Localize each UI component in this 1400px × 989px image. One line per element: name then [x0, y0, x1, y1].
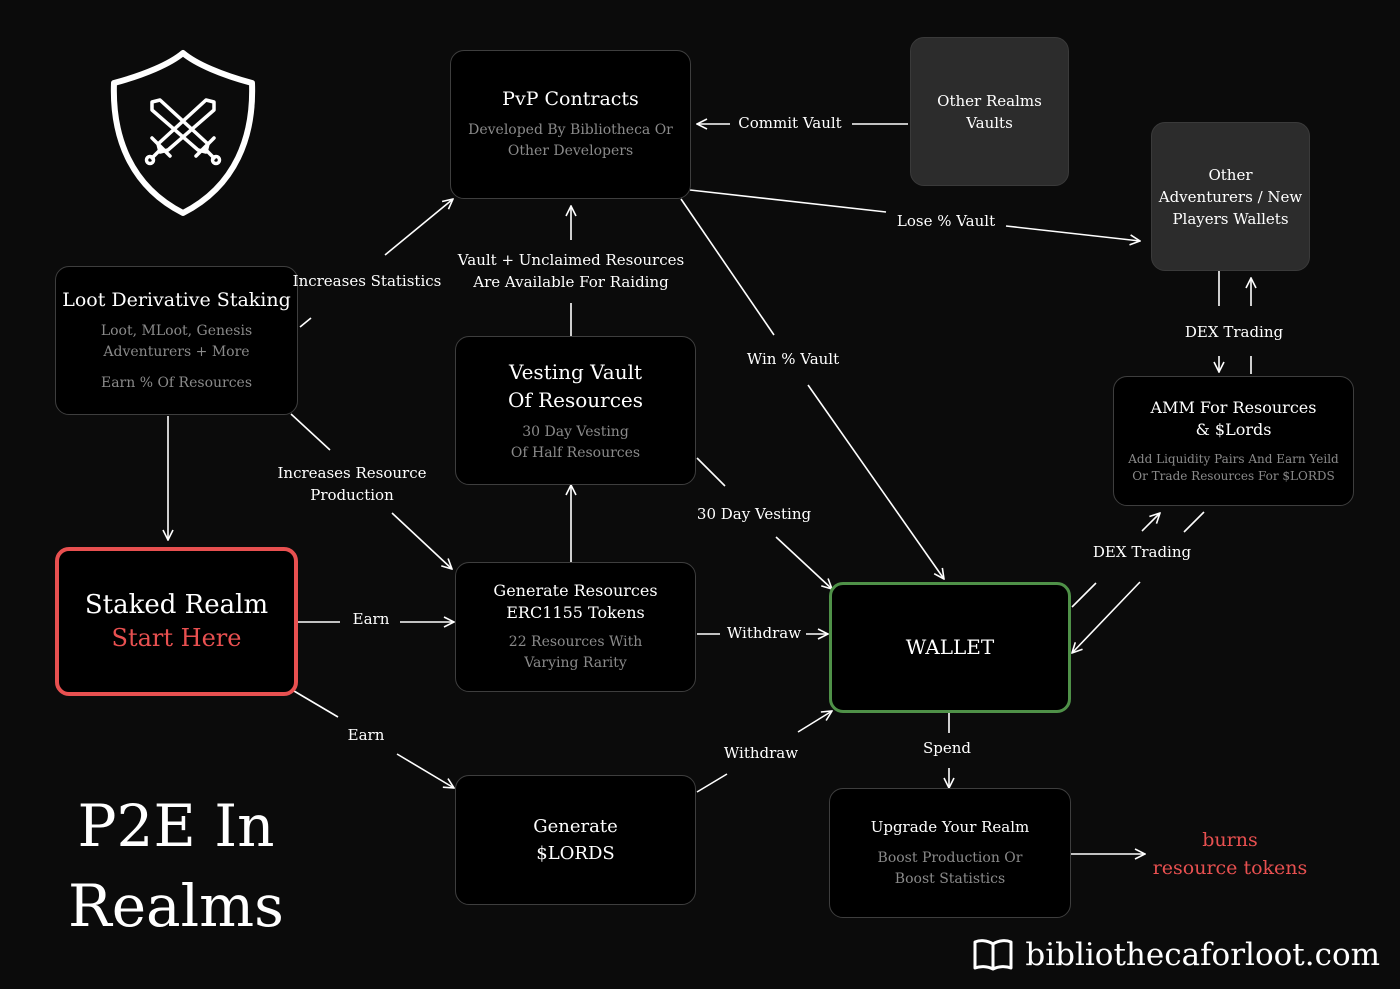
label-lose-vault: Lose % Vault [896, 212, 996, 230]
label-withdraw-lords: Withdraw [723, 744, 799, 762]
edge-win-vault-1 [680, 198, 775, 336]
book-icon [973, 939, 1013, 971]
label-earn-lords: Earn [347, 726, 385, 744]
burns-resource-tokens: burns resource tokens [1153, 826, 1308, 882]
edge-increases-prod-1 [290, 413, 331, 451]
edge-increases-stats-2 [384, 199, 453, 256]
loot-staking-sub-3: Earn % Of Resources [100, 374, 253, 391]
edge-dex-bottom-up-1 [1071, 582, 1097, 608]
label-spend: Spend [922, 739, 972, 757]
label-dex-trading-top: DEX Trading [1184, 323, 1284, 341]
loot-derivative-staking-node: Loot Derivative Staking Loot, MLoot, Gen… [55, 266, 298, 415]
generate-lords-node: Generate $LORDS [455, 775, 696, 905]
generate-lords-title-1: Generate [533, 816, 618, 837]
edge-dex-bottom-down-2 [1072, 581, 1141, 653]
upgrade-realm-sub-1: Boost Production Or [877, 850, 1023, 866]
upgrade-realm-sub-2: Boost Statistics [894, 871, 1006, 887]
wallet-title: WALLET [905, 635, 995, 659]
label-30-day-vesting: 30 Day Vesting [696, 505, 812, 523]
label-increases-production: Increases Resource Production [277, 462, 426, 506]
amm-title-2: & $Lords [1195, 420, 1272, 439]
staked-realm-node: Staked Realm Start Here [55, 547, 298, 696]
edge-dex-bottom-down-1 [1183, 511, 1205, 533]
generate-resources-sub-2: Varying Rarity [524, 655, 627, 671]
amm-title-1: AMM For Resources [1150, 398, 1317, 417]
edge-lose-vault-2 [1005, 225, 1140, 241]
generate-resources-title-1: Generate Resources [493, 581, 658, 600]
vesting-vault-title-1: Vesting Vault [508, 359, 643, 384]
amm-node: AMM For Resources & $Lords Add Liquidity… [1113, 376, 1354, 506]
staked-realm-title: Staked Realm [84, 589, 269, 620]
label-increases-production-2: Production [310, 486, 394, 504]
other-realms-vaults-title-1: Other Realms [937, 91, 1042, 110]
vesting-vault-node: Vesting Vault Of Resources 30 Day Vestin… [455, 336, 696, 485]
vesting-vault-sub-1: 30 Day Vesting [522, 423, 629, 440]
page-title: P2E In Realms [26, 786, 326, 946]
edge-30day-2 [775, 536, 832, 589]
loot-staking-title: Loot Derivative Staking [62, 288, 291, 311]
page-title-line-1: P2E In [77, 792, 275, 860]
amm-sub-1: Add Liquidity Pairs And Earn Yeild [1128, 452, 1339, 466]
other-wallets-title-2: Adventurers / New [1158, 187, 1303, 206]
pvp-contracts-sub-2: Other Developers [507, 143, 634, 159]
label-earn-right: Earn [352, 610, 390, 628]
burns-line-2: resource tokens [1152, 857, 1308, 879]
edge-withdraw-lords-1 [696, 773, 728, 793]
edge-dex-bottom-up-2 [1141, 513, 1160, 532]
label-commit-vault: Commit Vault [738, 114, 842, 132]
other-wallets-title-1: Other [1208, 165, 1253, 184]
loot-staking-sub-1: Loot, MLoot, Genesis [100, 322, 253, 339]
edge-earn-lords-2 [396, 753, 454, 788]
wallet-node: WALLET [829, 582, 1071, 713]
label-vault-unclaimed-2: Are Available For Raiding [473, 273, 669, 291]
generate-resources-node: Generate Resources ERC1155 Tokens 22 Res… [455, 562, 696, 692]
footer: bibliothecaforloot.com [973, 935, 1380, 975]
label-vault-unclaimed: Vault + Unclaimed Resources Are Availabl… [458, 249, 684, 293]
staked-realm-start-here: Start Here [111, 623, 242, 652]
upgrade-realm-title: Upgrade Your Realm [870, 818, 1030, 836]
label-win-vault: Win % Vault [746, 350, 840, 368]
upgrade-realm-node: Upgrade Your Realm Boost Production Or B… [829, 788, 1071, 918]
generate-resources-sub-1: 22 Resources With [508, 634, 643, 650]
other-realms-vaults-title-2: Vaults [966, 113, 1013, 132]
edge-lose-vault-1 [689, 189, 887, 213]
label-vault-unclaimed-1: Vault + Unclaimed Resources [457, 251, 685, 269]
amm-sub-2: Or Trade Resources For $LORDS [1132, 469, 1335, 483]
loot-staking-sub-2: Adventurers + More [103, 343, 250, 360]
page-title-line-2: Realms [68, 872, 284, 940]
edge-earn-lords-1 [293, 690, 339, 718]
footer-website-link[interactable]: bibliothecaforloot.com [1025, 937, 1380, 973]
label-dex-trading-bottom: DEX Trading [1092, 543, 1192, 561]
vesting-vault-title-2: Of Resources [507, 387, 644, 412]
other-wallets-title-3: Players Wallets [1172, 209, 1289, 228]
edge-30day-1 [696, 457, 726, 487]
crossed-swords-shield-icon [110, 50, 256, 216]
edge-withdraw-lords-2 [797, 711, 832, 733]
burns-line-1: burns [1202, 829, 1258, 851]
generate-lords-title-2: $LORDS [536, 843, 615, 864]
edge-increases-stats-1 [299, 317, 312, 328]
other-realms-vaults-node: Other Realms Vaults [910, 37, 1069, 186]
other-adventurers-wallets-node: Other Adventurers / New Players Wallets [1151, 122, 1310, 271]
pvp-contracts-node: PvP Contracts Developed By Bibliotheca O… [450, 50, 691, 199]
edge-increases-prod-2 [391, 512, 452, 569]
vesting-vault-sub-2: Of Half Resources [510, 444, 641, 461]
pvp-contracts-sub-1: Developed By Bibliotheca Or [468, 122, 673, 138]
label-increases-statistics: Increases Statistics [292, 272, 442, 290]
generate-resources-title-2: ERC1155 Tokens [506, 603, 645, 622]
pvp-contracts-title: PvP Contracts [502, 88, 639, 110]
label-increases-production-1: Increases Resource [277, 464, 427, 482]
edge-win-vault-2 [807, 384, 944, 579]
label-withdraw-resources: Withdraw [726, 624, 802, 642]
